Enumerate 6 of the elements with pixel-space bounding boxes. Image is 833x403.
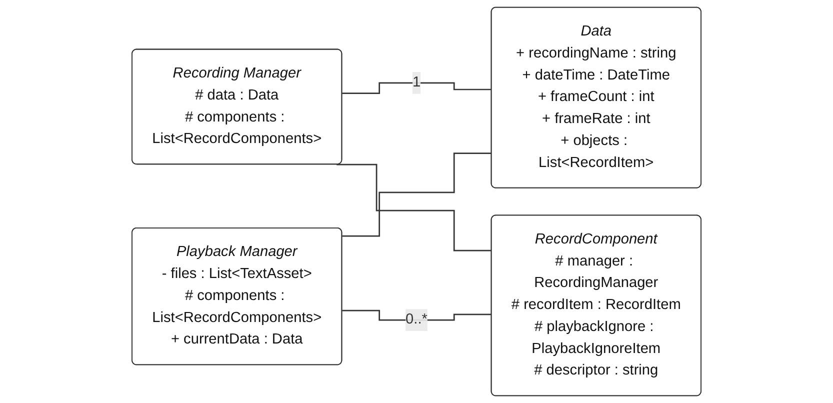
connector [342,310,492,321]
connector [336,164,492,252]
connector [342,82,492,94]
edge-label: 0..* [406,312,428,328]
edge-label: 1 [412,74,421,90]
connector [342,152,492,237]
